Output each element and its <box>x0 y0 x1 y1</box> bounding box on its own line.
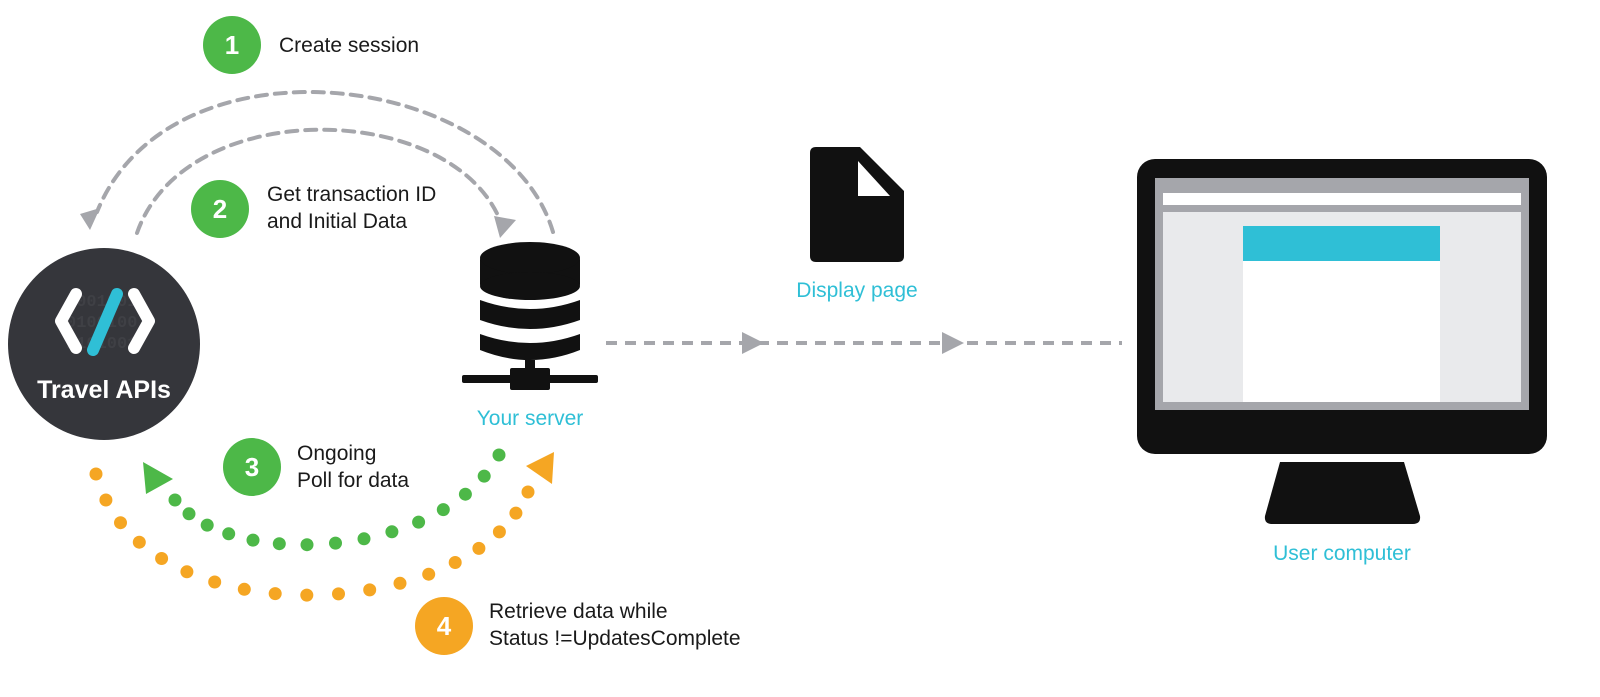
step-2-label: Get transaction ID and Initial Data <box>267 183 442 233</box>
step-3-number: 3 <box>245 452 259 482</box>
step-2-badge <box>191 180 249 238</box>
transaction-id-arrowhead <box>494 216 516 238</box>
retrieve-dot <box>422 567 436 581</box>
poll-dot <box>436 503 450 517</box>
code-brackets-icon <box>55 288 155 356</box>
step-4-number: 4 <box>437 611 452 641</box>
retrieve-dot <box>300 588 314 602</box>
poll-dot <box>492 448 506 462</box>
poll-dot <box>246 533 260 547</box>
step-2-number: 2 <box>213 194 227 224</box>
poll-dot <box>272 537 286 551</box>
retrieve-dot <box>448 556 462 569</box>
retrieve-dot <box>332 587 345 601</box>
poll-arrowhead <box>143 462 173 494</box>
retrieve-dot <box>363 583 377 597</box>
retrieve-dotted-arc <box>89 467 535 602</box>
retrieve-dot <box>268 587 282 601</box>
database-server-icon <box>462 242 598 390</box>
poll-dot <box>222 527 236 541</box>
retrieve-dot <box>492 525 506 539</box>
retrieve-dot <box>89 467 103 481</box>
step-1-badge <box>203 16 261 74</box>
document-fold <box>858 161 890 196</box>
document-icon <box>810 147 904 262</box>
step-4-label: Retrieve data while Status !=UpdatesComp… <box>489 600 741 650</box>
step-2: 2 Get transaction ID and Initial Data <box>191 180 442 238</box>
poll-dot <box>458 487 472 501</box>
poll-dot <box>300 538 314 552</box>
poll-dot <box>200 518 214 532</box>
poll-dotted-arc <box>168 448 506 552</box>
travel-apis-logo: 1001001 0100100 1101001 Travel APIs <box>8 248 200 440</box>
user-computer-label: User computer <box>1273 542 1411 565</box>
travel-apis-label: Travel APIs <box>37 376 171 404</box>
display-page-label: Display page <box>796 279 917 302</box>
retrieve-dot <box>393 576 407 590</box>
create-session-arrowhead <box>80 208 100 230</box>
step-1-label: Create session <box>279 34 419 57</box>
poll-dot <box>412 515 426 529</box>
monitor-icon <box>1137 159 1547 524</box>
retrieve-dot <box>208 575 222 589</box>
step-4-badge <box>415 597 473 655</box>
flow-arrowhead-2 <box>942 332 964 354</box>
transaction-id-arc <box>135 127 502 235</box>
poll-dot <box>182 507 196 521</box>
step-4: 4 Retrieve data while Status !=UpdatesCo… <box>415 597 741 655</box>
retrieve-dot <box>509 506 523 520</box>
retrieve-dot <box>521 485 535 499</box>
step-3: 3 Ongoing Poll for data <box>223 438 409 496</box>
poll-dot <box>357 532 371 546</box>
step-1-number: 1 <box>225 30 239 60</box>
poll-dot <box>168 493 182 507</box>
retrieve-dot <box>114 516 127 530</box>
flow-arrowhead-1 <box>742 332 764 354</box>
step-3-badge <box>223 438 281 496</box>
retrieve-dot <box>472 541 486 555</box>
retrieve-dot <box>155 552 169 565</box>
step-3-label: Ongoing Poll for data <box>297 442 409 492</box>
create-session-arc <box>95 90 555 234</box>
your-server-label: Your server <box>477 407 584 430</box>
step-1: 1 Create session <box>203 16 419 74</box>
poll-dot <box>477 469 491 483</box>
retrieve-dot <box>132 535 146 549</box>
retrieve-dot <box>180 565 194 579</box>
retrieve-dot <box>237 582 251 596</box>
poll-dot <box>329 536 342 550</box>
retrieve-dot <box>99 493 113 507</box>
retrieve-arrowhead <box>526 452 554 484</box>
poll-dot <box>385 525 399 539</box>
